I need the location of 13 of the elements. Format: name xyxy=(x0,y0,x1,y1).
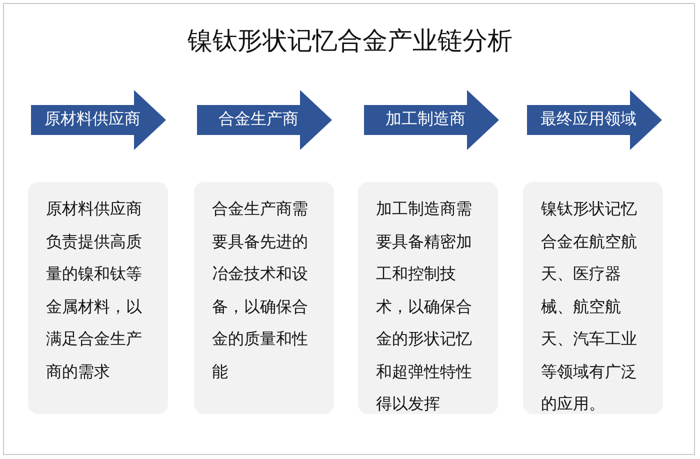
stage-label: 加工制造商 xyxy=(384,110,466,130)
stage-label: 最终应用领域 xyxy=(540,110,638,130)
stage-label: 原材料供应商 xyxy=(44,110,142,130)
description-text: 合金生产商需要具备先进的冶金技术和设备，以确保合金的质量和性能 xyxy=(212,200,309,382)
arrow-shape xyxy=(364,90,499,150)
arrow-shape xyxy=(31,90,166,150)
arrow-shape xyxy=(197,90,332,150)
description-text: 镍钛形状记忆合金在航空航天、医疗器械、航空航天、汽车工业等领域有广泛的应用。 xyxy=(541,200,638,415)
description-text: 原材料供应商负责提供高质量的镍和钛等金属材料，以满足合金生产商的需求 xyxy=(46,200,143,382)
arrow-shape xyxy=(527,90,662,150)
stage-label: 合金生产商 xyxy=(218,110,300,130)
description-text: 加工制造商需要具备精密加工和控制技术，以确保合金的形状记忆和超弹性特性得以发挥 xyxy=(376,200,473,415)
diagram-title: 镍钛形状记忆合金产业链分析 xyxy=(186,27,514,57)
